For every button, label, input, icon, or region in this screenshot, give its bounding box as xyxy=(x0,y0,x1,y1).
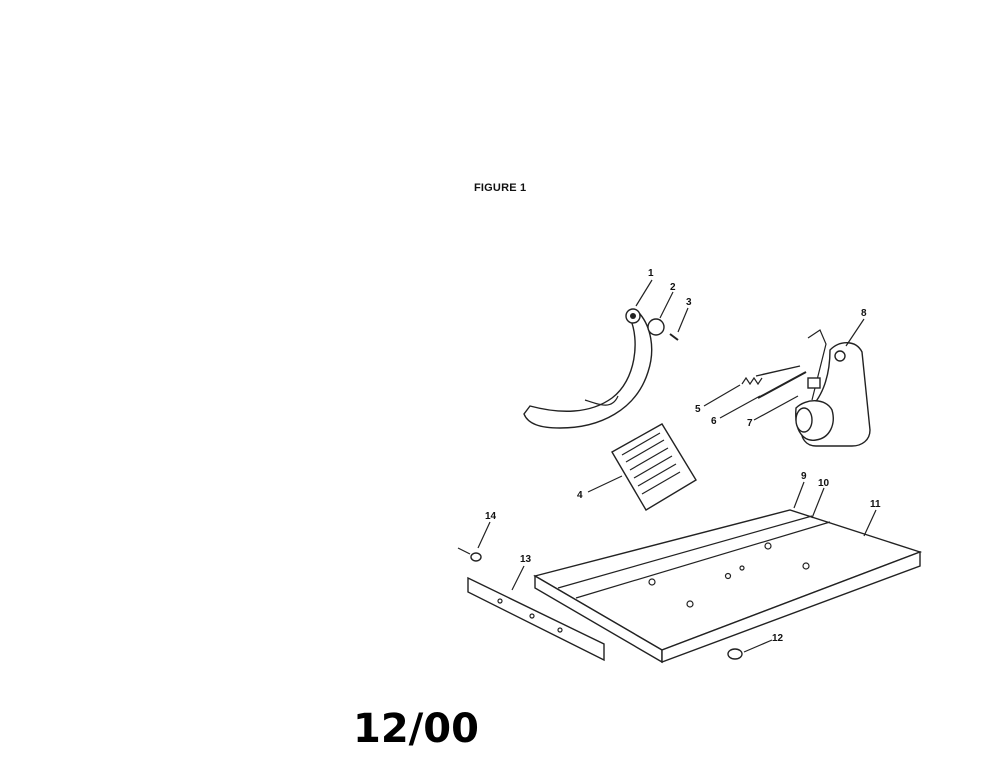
callout-12: 12 xyxy=(772,633,784,644)
part-6-rod xyxy=(755,365,807,399)
part-2-washer xyxy=(647,318,665,336)
callout-6: 6 xyxy=(711,416,717,427)
date-code: 12/00 xyxy=(353,706,479,752)
part-3-screw xyxy=(669,333,679,341)
callout-2: 2 xyxy=(670,282,676,293)
part-5-spring xyxy=(741,376,763,386)
part-8-housing xyxy=(795,342,871,447)
callout-4: 4 xyxy=(577,490,583,501)
callout-1: 1 xyxy=(648,268,654,279)
callout-9: 9 xyxy=(801,471,807,482)
part-1-arm xyxy=(523,308,653,429)
part-13-rail xyxy=(467,576,605,662)
callout-3: 3 xyxy=(686,297,692,308)
part-14-fastener xyxy=(457,547,482,562)
part-4-manual xyxy=(611,423,697,511)
callout-5: 5 xyxy=(695,404,701,415)
callout-14: 14 xyxy=(485,511,497,522)
part-12-nut xyxy=(727,648,743,660)
callout-8: 8 xyxy=(861,308,867,319)
part-7-bracket xyxy=(807,329,827,401)
part-11-table-board xyxy=(533,509,923,664)
callout-labels: 1 2 3 4 5 6 7 8 9 10 11 12 13 14 xyxy=(485,268,881,644)
callout-7: 7 xyxy=(747,418,753,429)
callout-11: 11 xyxy=(870,499,881,510)
leader-lines xyxy=(477,279,877,653)
callout-13: 13 xyxy=(520,554,532,565)
figure-title: FIGURE 1 xyxy=(474,182,527,194)
callout-10: 10 xyxy=(818,478,830,489)
